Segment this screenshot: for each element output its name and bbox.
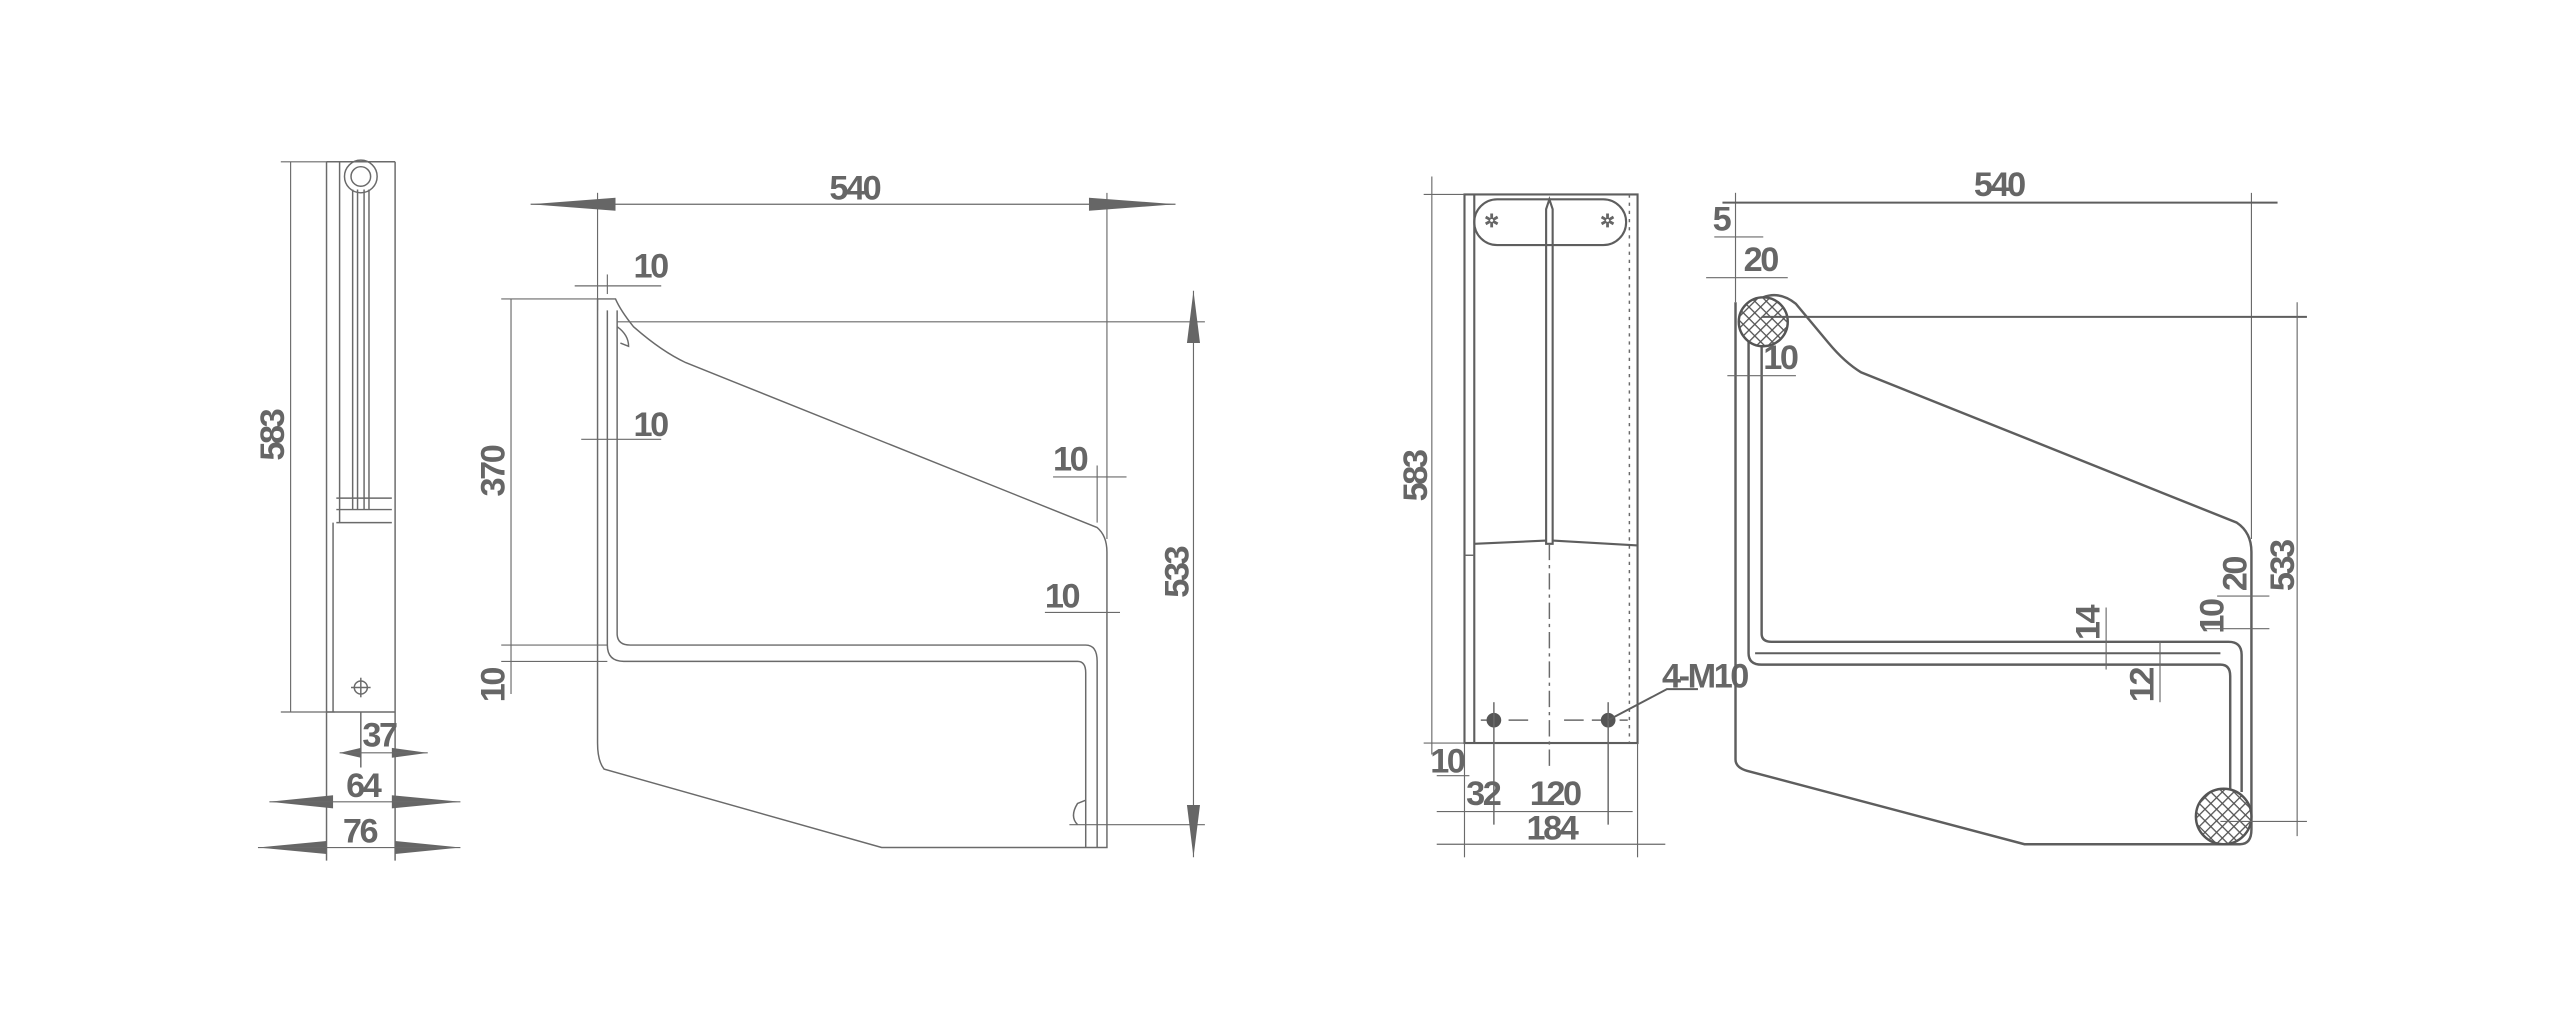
dimension-10-right-lower: 10 (1045, 578, 1120, 616)
dim-label: 533 (2264, 540, 2302, 591)
section-view-1: 540 10 10 10 10 370 10 (474, 169, 1205, 858)
dim-label: 10 (474, 668, 512, 703)
side-view: 583 37 64 76 (254, 159, 461, 861)
dim-label: 583 (254, 409, 292, 460)
dim-label: 20 (2217, 557, 2255, 592)
dimension-533-1: 533 (617, 290, 1205, 858)
dim-label: 10 (1045, 578, 1080, 616)
dimension-bottom-front: 10 32 120 184 (1430, 742, 1666, 858)
dim-label: 20 (1744, 241, 1779, 279)
dimension-small-top: 5 20 10 (1706, 200, 1800, 377)
hatched-seal-bottom (2194, 787, 2253, 846)
dimension-370: 370 10 (474, 298, 608, 703)
dim-label: 32 (1466, 775, 1501, 813)
dim-label: 37 (362, 716, 397, 754)
dimension-10-mid: 10 (581, 406, 671, 444)
dimension-37: 37 (339, 716, 428, 758)
dimension-540-2: 540 (1722, 166, 2278, 539)
dimension-inner-right: 14 12 10 20 (2070, 557, 2270, 703)
bracket-outline-2 (1734, 293, 2253, 846)
dim-label: 10 (1053, 440, 1088, 478)
dim-label: 120 (1530, 775, 1581, 813)
dim-label: 10 (1763, 339, 1798, 377)
dim-label: 540 (1974, 166, 2025, 204)
dim-label: 5 (1713, 200, 1732, 238)
dimension-10-top: 10 (574, 248, 671, 295)
dimension-583-side: 583 (254, 161, 335, 713)
dim-label: 76 (343, 813, 378, 851)
dimension-64: 64 (269, 767, 461, 809)
screw-icon: ✲ (1484, 211, 1499, 231)
dimension-10-right-upper: 10 (1053, 440, 1127, 523)
front-view: ✲ ✲ 4-M10 583 10 32 (1397, 176, 1751, 858)
side-view-outline (325, 159, 396, 861)
dim-label: 583 (1397, 450, 1435, 501)
dim-label: 10 (633, 248, 668, 286)
hatched-seal-top (1737, 296, 1789, 348)
dim-label: 10 (633, 406, 668, 444)
dim-label: 10 (2194, 599, 2232, 634)
dim-label: 533 (1159, 546, 1197, 597)
dim-label: 14 (2070, 605, 2108, 641)
bracket-outline-1 (596, 298, 1108, 849)
dimension-533-2: 533 (1761, 302, 2307, 837)
dimension-76: 76 (257, 813, 461, 855)
dimension-540-1: 540 (530, 169, 1176, 539)
dimension-583-front: 583 (1397, 176, 1465, 755)
front-view-outline: ✲ ✲ (1463, 193, 1639, 825)
dim-label: 184 (1527, 809, 1579, 847)
dim-label: 64 (346, 767, 382, 805)
dim-label: 540 (829, 169, 880, 207)
dim-label: 10 (1430, 742, 1465, 780)
screw-icon: ✲ (1600, 211, 1615, 231)
dim-label: 12 (2123, 668, 2161, 703)
section-view-2: 540 5 20 10 533 14 12 10 20 (1706, 166, 2307, 846)
dim-label: 370 (474, 445, 512, 496)
